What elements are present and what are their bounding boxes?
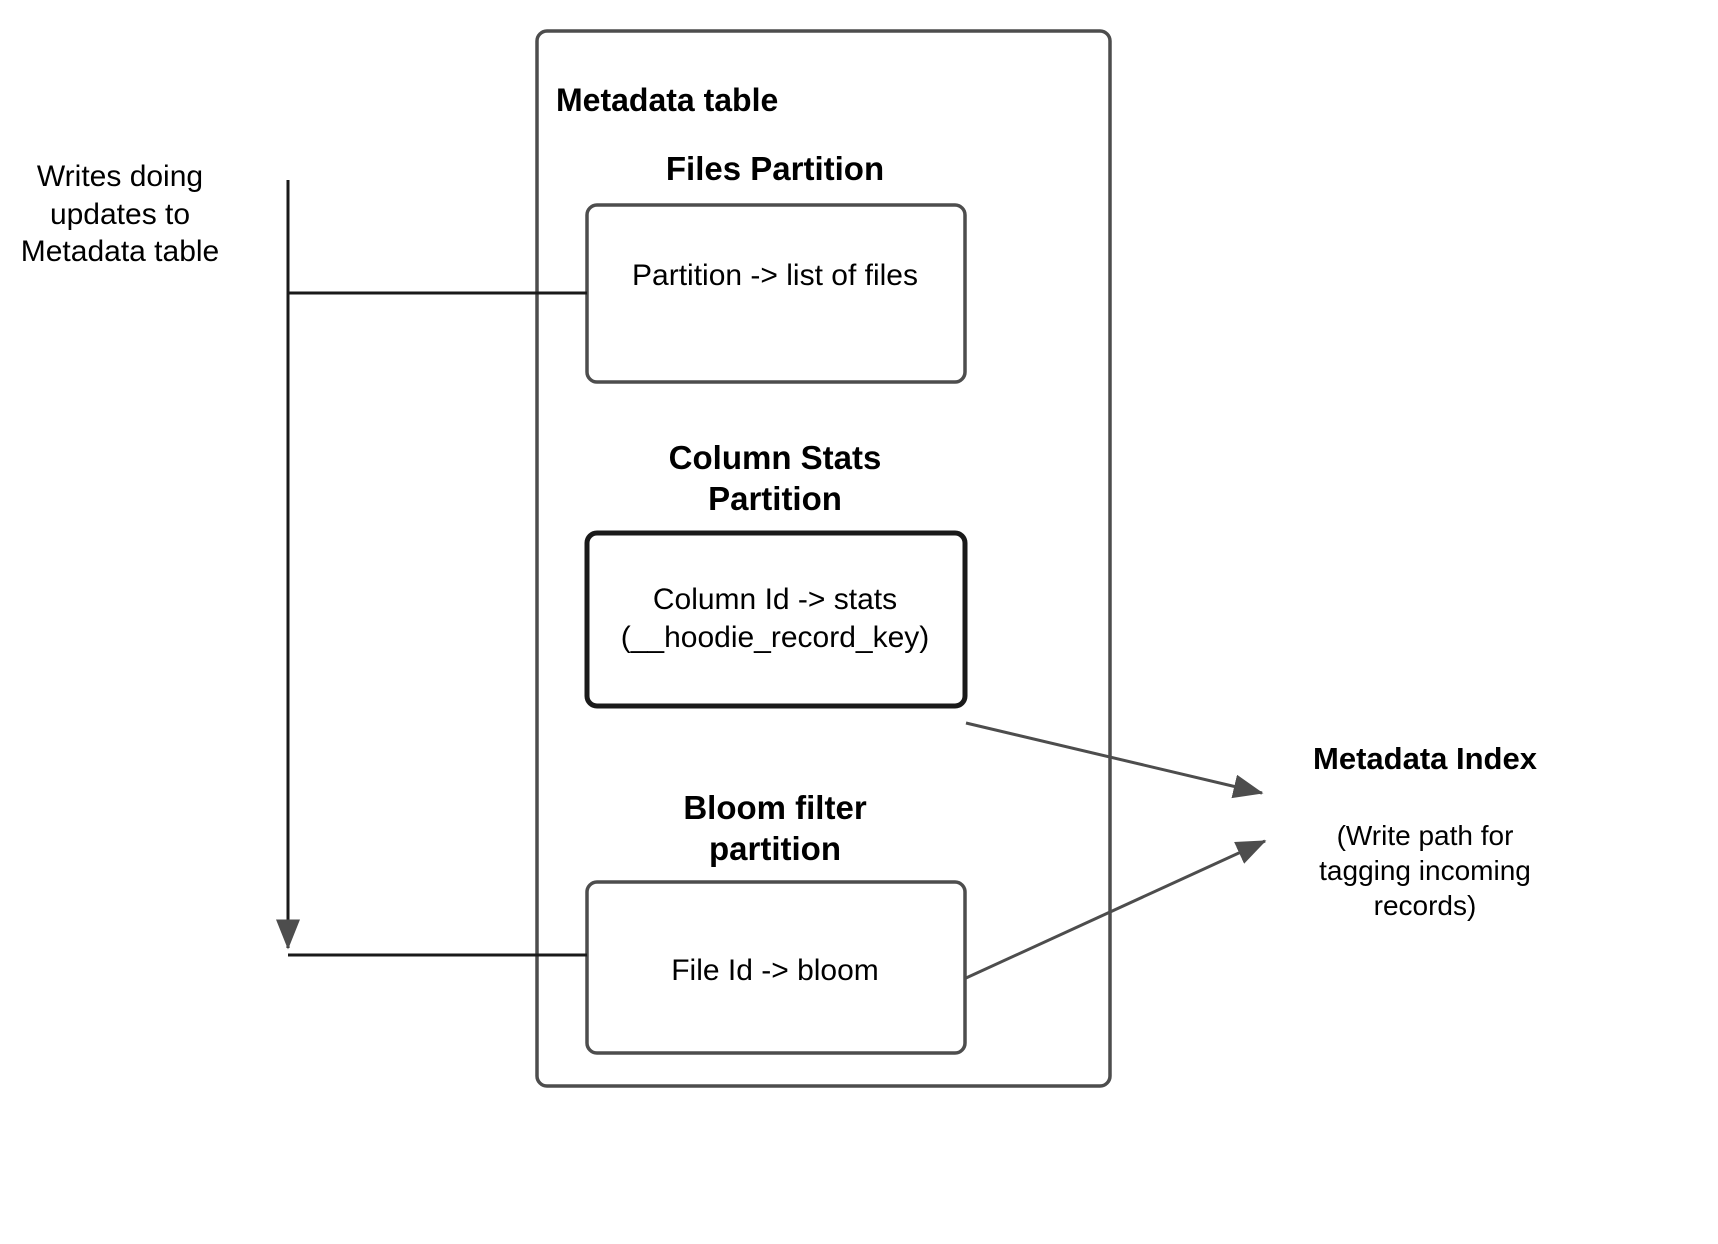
bloom-filter-partition-box: [585, 880, 967, 1055]
bloom-filter-partition-heading: Bloom filter partition: [683, 789, 867, 868]
bloom-filter-partition-box-label: File Id -> bloom: [671, 954, 879, 987]
metadata-table-container: [535, 29, 1112, 1088]
metadata-table-label: Metadata table: [556, 82, 779, 118]
bloom-filter-to-index-arrow: [965, 839, 1267, 980]
files-partition-heading: Files Partition: [665, 150, 885, 187]
files-partition-box-label: Partition -> list of files: [632, 259, 918, 292]
column-stats-partition-heading: Column Stats Partition: [668, 439, 882, 518]
writes-caption-label: Writes doing updates to Metadata table: [20, 160, 220, 268]
metadata-index-label: Metadata Index: [1313, 741, 1537, 776]
column-stats-partition-box-label: Column Id -> stats (__hoodie_record_key): [620, 583, 930, 654]
metadata-index-description: (Write path for tagging incoming records…: [1319, 820, 1531, 921]
column-stats-to-index-arrow: [965, 721, 1264, 799]
column-stats-partition-box: [584, 530, 968, 709]
